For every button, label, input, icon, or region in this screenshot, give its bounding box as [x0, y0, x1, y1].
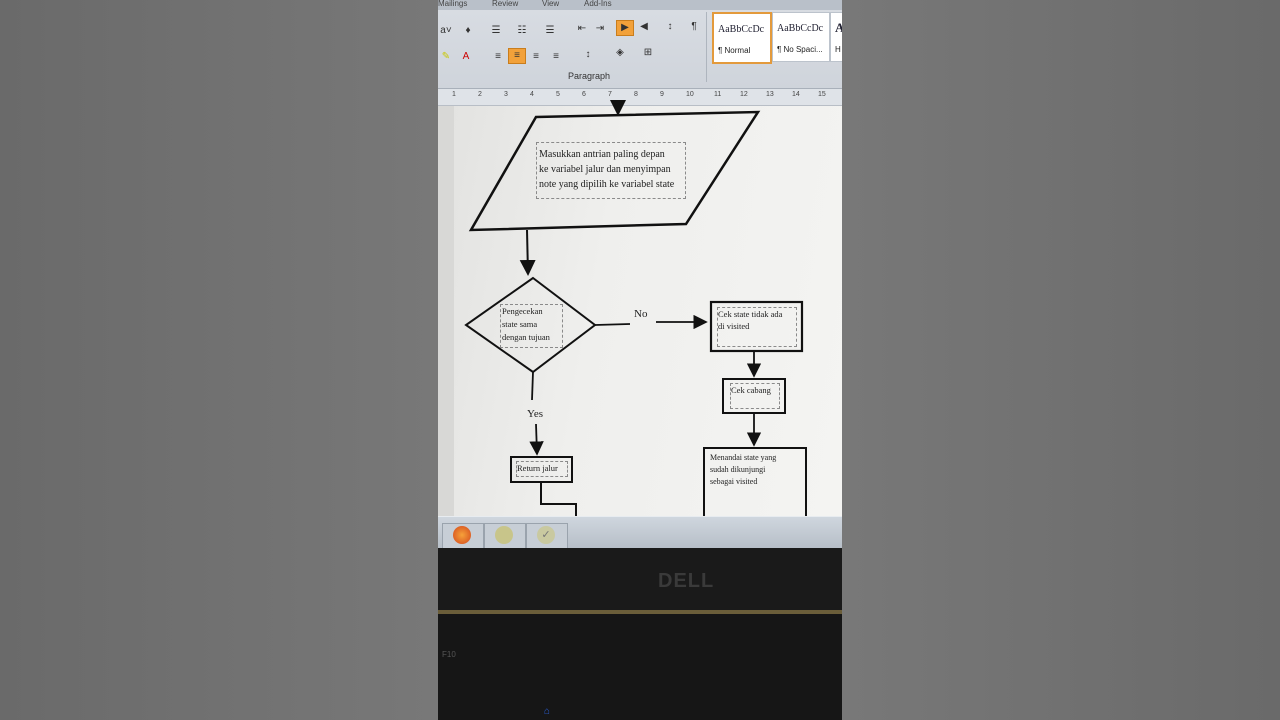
- line-spacing-icon[interactable]: ↕: [585, 49, 591, 60]
- multilevel-list-icon[interactable]: ☰: [545, 25, 555, 36]
- style-normal[interactable]: AaBbCcDc ¶ Normal: [712, 12, 772, 64]
- highlight-icon[interactable]: ✎: [441, 51, 451, 62]
- ruler-number: 1: [452, 91, 456, 98]
- laptop-keyboard: [438, 614, 842, 720]
- decision-text-line: state sama: [502, 319, 538, 329]
- paragraph-group-label: Paragraph: [568, 71, 611, 81]
- menandai-text[interactable]: Menandai state yang sudah dikunjungi seb…: [710, 452, 802, 488]
- io-text[interactable]: Masukkan antrian paling depan ke variabe…: [536, 142, 686, 199]
- justify-icon[interactable]: ≡: [553, 51, 559, 62]
- ruler-number: 13: [766, 91, 774, 98]
- windows-taskbar: ✓: [438, 516, 842, 549]
- style-heading-preview: A: [835, 20, 842, 35]
- firefox-icon: [453, 526, 471, 544]
- font-color-icon[interactable]: A: [462, 51, 470, 62]
- ruler-number: 11: [714, 91, 722, 98]
- clear-format-icon[interactable]: ♦: [465, 25, 471, 36]
- laptop-bezel: [438, 548, 842, 612]
- left-blur-panel: [0, 0, 438, 720]
- align-center-icon[interactable]: ≡: [508, 48, 526, 64]
- ruler-number: 8: [634, 91, 638, 98]
- flowchart-shapes: [464, 100, 807, 516]
- ruler-number: 14: [792, 91, 800, 98]
- return-jalur-text[interactable]: Return jalur: [516, 461, 568, 477]
- decision-text[interactable]: Pengecekan state sama dengan tujuan: [500, 304, 563, 348]
- align-right-icon[interactable]: ≡: [533, 51, 539, 62]
- shading-icon[interactable]: ◈: [616, 47, 624, 58]
- decision-text-line: dengan tujuan: [502, 332, 550, 342]
- style-heading-name: H: [835, 45, 841, 54]
- word-ribbon: Mailings Review View Add-Ins a˅ ♦ ☰ ☷ ☰ …: [438, 0, 842, 89]
- app-icon: [495, 526, 513, 544]
- borders-icon[interactable]: ⊞: [643, 47, 653, 58]
- cek-state-text-line: di visited: [718, 321, 750, 331]
- ribbon-separator: [706, 12, 707, 82]
- menandai-text-line: sudah dikunjungi: [710, 465, 766, 474]
- ribbon-tabs: Mailings Review View Add-Ins: [438, 0, 842, 10]
- yes-line-2: [529, 423, 544, 456]
- horizontal-ruler[interactable]: 1 2 3 4 5 6 7 8 9 10 11 12 13 14 15: [438, 89, 842, 106]
- taskbar-firefox-button[interactable]: [442, 523, 484, 549]
- taskbar-app-button[interactable]: [484, 523, 526, 549]
- align-left-icon[interactable]: ≡: [495, 51, 501, 62]
- ruler-number: 4: [530, 91, 534, 98]
- menandai-text-line: sebagai visited: [710, 477, 758, 486]
- ruler-number: 2: [478, 91, 482, 98]
- sort-icon[interactable]: ↕: [667, 21, 673, 32]
- io-text-line: Masukkan antrian paling depan: [539, 149, 665, 160]
- dell-logo: DELL: [658, 570, 715, 592]
- check-icon: ✓: [537, 526, 555, 544]
- menandai-box: [703, 447, 807, 516]
- taskbar-app-button-2[interactable]: ✓: [526, 523, 568, 549]
- rtl-direction-icon[interactable]: ◀: [640, 21, 648, 32]
- style-normal-preview: AaBbCcDc: [718, 24, 765, 35]
- ltr-direction-icon[interactable]: ▶: [616, 20, 634, 36]
- yes-line-1: [531, 371, 534, 401]
- tab-add-ins[interactable]: Add-Ins: [584, 0, 612, 8]
- numbering-icon[interactable]: ☷: [517, 25, 527, 36]
- style-no-spacing[interactable]: AaBbCcDc ¶ No Spaci...: [772, 12, 830, 62]
- laptop-hinge: [438, 610, 842, 614]
- increase-indent-icon[interactable]: ⇥: [595, 23, 605, 34]
- yes-label: Yes: [527, 408, 544, 420]
- menandai-text-line: Menandai state yang: [710, 453, 777, 462]
- photo-of-laptop-screen: Mailings Review View Add-Ins a˅ ♦ ☰ ☷ ☰ …: [438, 0, 842, 720]
- ruler-number: 5: [556, 91, 560, 98]
- style-heading[interactable]: A H: [830, 12, 842, 62]
- decision-text-line: Pengecekan: [502, 306, 543, 316]
- io-text-line: ke variabel jalur dan menyimpan: [539, 164, 671, 175]
- function-key-label: F10: [442, 650, 456, 659]
- cek-cabang-text[interactable]: Cek cabang: [730, 383, 780, 409]
- decrease-indent-icon[interactable]: ⇤: [577, 23, 587, 34]
- cek-state-text[interactable]: Cek state tidak ada di visited: [717, 307, 797, 347]
- tab-mailings[interactable]: Mailings: [438, 0, 468, 8]
- ruler-number: 9: [660, 91, 664, 98]
- page-margin-edge: [438, 106, 454, 516]
- style-normal-name: ¶ Normal: [718, 46, 751, 55]
- ruler-number: 6: [582, 91, 586, 98]
- return-outgoing-line: [540, 482, 577, 516]
- tab-view[interactable]: View: [542, 0, 560, 8]
- ruler-number: 3: [504, 91, 508, 98]
- font-size-shrink-icon[interactable]: a˅: [440, 25, 452, 36]
- style-no-spacing-preview: AaBbCcDc: [777, 23, 824, 34]
- io-parallelogram: [468, 110, 761, 232]
- bullets-icon[interactable]: ☰: [491, 25, 501, 36]
- right-blur-panel: [842, 0, 1280, 720]
- tab-review[interactable]: Review: [492, 0, 519, 8]
- ruler-number: 10: [686, 91, 694, 98]
- wifi-led-icon: ⌂: [544, 706, 551, 717]
- show-marks-icon[interactable]: ¶: [691, 21, 697, 32]
- ruler-number: 12: [740, 91, 748, 98]
- no-label: No: [634, 308, 648, 320]
- no-line-1: [594, 323, 631, 326]
- style-no-spacing-name: ¶ No Spaci...: [777, 45, 823, 54]
- cek-state-box: [709, 300, 804, 353]
- ruler-number: 7: [608, 91, 612, 98]
- io-text-line: note yang dipilih ke variabel state: [539, 179, 675, 190]
- io-to-decision-arrow: [519, 229, 536, 276]
- cek-state-text-line: Cek state tidak ada: [718, 309, 783, 319]
- ruler-number: 15: [818, 91, 826, 98]
